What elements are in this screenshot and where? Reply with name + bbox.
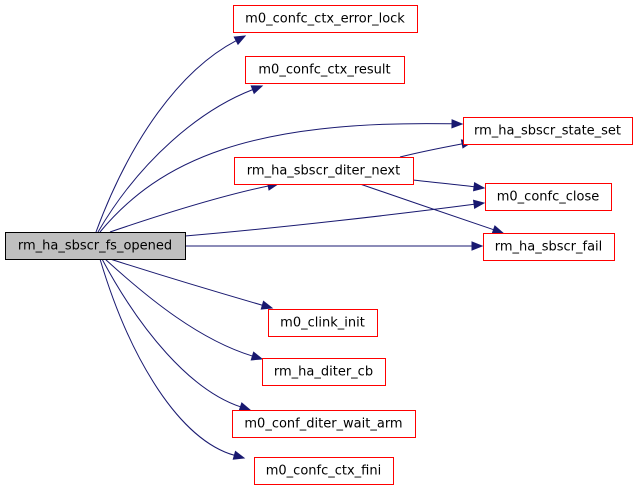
edge-root-to-diter-cb xyxy=(104,258,253,357)
arrowhead-diter-next-to-confc-close xyxy=(472,181,486,192)
arrowhead-root-to-wait-arm xyxy=(238,402,252,412)
node-confc-close-label: m0_confc_close xyxy=(497,190,599,205)
edge-root-to-ctx-result xyxy=(97,89,253,233)
edge-root-to-ctx-fini xyxy=(99,258,235,456)
node-state-set-box xyxy=(463,117,633,145)
node-wait-arm-box xyxy=(232,410,416,438)
node-ctx-result-label: m0_confc_ctx_result xyxy=(258,63,390,78)
node-wait-arm[interactable]: m0_conf_diter_wait_arm xyxy=(232,410,416,438)
edge-diter-next-to-confc-close xyxy=(412,179,475,188)
node-ctx-fini-label: m0_confc_ctx_fini xyxy=(266,464,381,479)
node-error-lock[interactable]: m0_confc_ctx_error_lock xyxy=(233,5,418,33)
edge-root-to-wait-arm xyxy=(101,258,241,408)
node-sbscr-fail[interactable]: rm_ha_sbscr_fail xyxy=(483,233,615,261)
arrowhead-root-to-diter-cb xyxy=(250,351,264,361)
edge-diter-next-to-sbscr-fail xyxy=(359,183,494,231)
node-wait-arm-label: m0_conf_diter_wait_arm xyxy=(244,417,402,432)
node-clink-init[interactable]: m0_clink_init xyxy=(268,309,378,337)
node-state-set[interactable]: rm_ha_sbscr_state_set xyxy=(463,117,633,145)
node-ctx-result-box xyxy=(245,56,405,84)
node-sbscr-fail-box xyxy=(483,233,615,261)
node-error-lock-box xyxy=(233,5,418,33)
node-ctx-fini[interactable]: m0_confc_ctx_fini xyxy=(254,457,394,485)
arrowhead-root-to-error-lock xyxy=(233,35,247,46)
node-diter-next-box xyxy=(234,157,414,185)
edge-root-to-clink-init xyxy=(109,258,263,306)
node-state-set-label: rm_ha_sbscr_state_set xyxy=(474,124,621,139)
node-diter-next[interactable]: rm_ha_sbscr_diter_next xyxy=(234,157,414,185)
node-confc-close-box xyxy=(485,183,612,211)
node-ctx-result[interactable]: m0_confc_ctx_result xyxy=(245,56,405,84)
arrowhead-root-to-ctx-result xyxy=(250,85,264,95)
node-diter-cb-box xyxy=(262,358,386,386)
node-diter-cb[interactable]: rm_ha_diter_cb xyxy=(262,358,386,386)
edge-root-to-diter-next xyxy=(109,185,269,233)
arrowhead-diter-next-to-sbscr-fail xyxy=(491,225,505,235)
edge-root-to-error-lock xyxy=(95,40,237,233)
node-root-label: rm_ha_sbscr_fs_opened xyxy=(18,239,172,254)
edge-root-to-confc-close xyxy=(184,203,475,237)
node-root-box xyxy=(5,232,186,260)
node-confc-close[interactable]: m0_confc_close xyxy=(485,183,612,211)
edge-root-to-state-set xyxy=(99,123,453,233)
arrowhead-root-to-confc-close xyxy=(472,199,486,210)
arrowhead-root-to-sbscr-fail xyxy=(471,241,484,251)
nodes-layer: rm_ha_sbscr_fs_opened m0_confc_ctx_error… xyxy=(5,5,633,485)
node-diter-cb-label: rm_ha_diter_cb xyxy=(274,365,373,380)
node-ctx-fini-box xyxy=(254,457,394,485)
node-sbscr-fail-label: rm_ha_sbscr_fail xyxy=(495,240,603,255)
arrowhead-root-to-ctx-fini xyxy=(232,450,246,460)
node-clink-init-label: m0_clink_init xyxy=(280,316,365,331)
node-clink-init-box xyxy=(268,309,378,337)
node-error-lock-label: m0_confc_ctx_error_lock xyxy=(245,12,405,27)
edge-diter-next-to-state-set xyxy=(399,143,463,158)
arrowhead-root-to-state-set xyxy=(451,119,464,129)
node-root[interactable]: rm_ha_sbscr_fs_opened xyxy=(5,232,186,260)
node-diter-next-label: rm_ha_sbscr_diter_next xyxy=(247,164,400,179)
arrowhead-root-to-clink-init xyxy=(260,300,274,310)
